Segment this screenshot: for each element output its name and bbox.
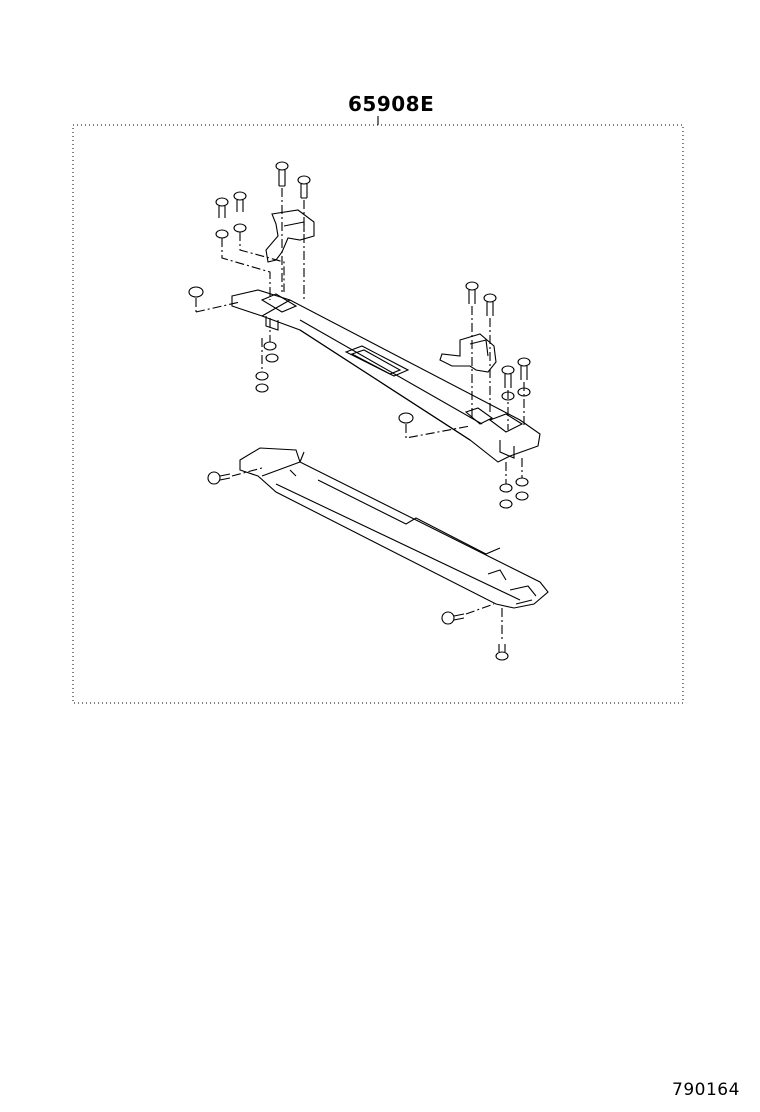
washer-ul-2 [233,223,247,233]
bolt-lower-bottom [495,644,509,661]
bolt-upper-1 [275,161,289,187]
part-number-callout[interactable]: 65908E [348,92,435,116]
nut-lr-4 [499,499,513,509]
screw-lower-left [207,471,231,485]
bolt-right-2 [483,293,497,316]
assembly-lines-upper [195,188,525,484]
upper-left-hook-bracket [265,209,315,263]
bolt-upper-2 [297,175,311,199]
bolt-upper-3 [215,197,229,218]
nut-lr-1 [515,477,529,487]
figure-number: 790164 [672,1080,740,1100]
kit-boundary [72,124,684,704]
assembly-lines-lower [231,467,503,642]
nut-lr-2 [499,483,513,493]
upper-right-hook-bracket [439,333,497,373]
bolt-right-3 [501,365,515,388]
nut-ll-2 [265,353,279,363]
upper-rail [231,289,541,463]
lower-rail [239,447,549,609]
nut-ll-4 [255,383,269,393]
nut-lr-3 [515,491,529,501]
nut-ll-1 [263,341,277,351]
bolt-upper-4 [233,191,247,212]
washer-ul-1 [215,229,229,239]
bolt-right-1 [465,281,479,304]
nut-side-mid [398,412,414,424]
nut-side-left [188,286,204,298]
nut-ll-3 [255,371,269,381]
screw-lower-right [441,611,465,625]
bolt-right-4 [517,357,531,380]
